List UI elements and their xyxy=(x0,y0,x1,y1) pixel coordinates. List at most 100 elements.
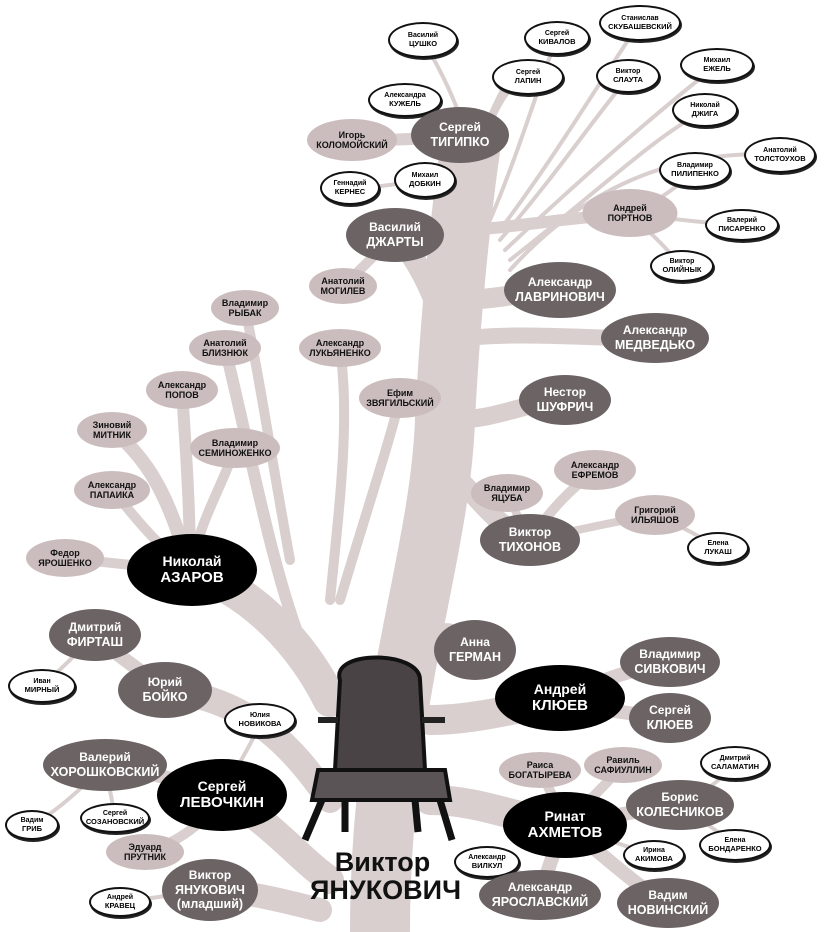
person-last-name: ТИГИПКО xyxy=(430,134,490,149)
person-first-name: Раиса xyxy=(526,759,554,770)
person-last-name: ПОПОВ xyxy=(165,390,199,400)
person-first-name: Сергей xyxy=(197,778,247,795)
person-first-name: Владимир xyxy=(677,161,713,169)
person-first-name: Геннадий xyxy=(333,179,367,187)
person-last-name: БОЙКО xyxy=(142,689,188,704)
person-last-name: ЕФРЕМОВ xyxy=(571,470,619,480)
person-first-name: Эдуард xyxy=(128,841,162,852)
person-first-name: Виктор xyxy=(508,524,552,539)
person-last-name: ПАПАИКА xyxy=(89,490,135,500)
person-last-name: САЛАМАТИН xyxy=(710,761,760,771)
person-first-name: Вадим xyxy=(20,816,44,824)
person-first-name: Виктор xyxy=(188,867,232,882)
person-last-name: КЕРНЕС xyxy=(334,186,366,196)
person-first-name: Сергей xyxy=(515,68,541,76)
person-last-name: АКИМОВА xyxy=(635,853,673,863)
person-last-name: МОГИЛЕВ xyxy=(320,286,366,296)
person-last-name: ЛУКЬЯНЕНКО xyxy=(309,348,371,358)
person-last-name: ЛЕВОЧКИН xyxy=(180,794,264,812)
person-first-name: Валерий xyxy=(79,749,131,764)
person-last-name: ЕЖЕЛЬ xyxy=(703,63,731,73)
person-last-name: БОГАТЫРЕВА xyxy=(508,770,572,780)
person-first-name: Ирина xyxy=(643,846,665,854)
person-last-name: ОЛИЙНЫК xyxy=(662,264,702,274)
person-first-name: Елена xyxy=(724,836,746,844)
person-last-name: КУЖЕЛЬ xyxy=(389,98,421,108)
person-last-name: АХМЕТОВ xyxy=(527,824,603,842)
person-last-name: СЛАУТА xyxy=(613,74,643,84)
person-first-name: Вадим xyxy=(648,887,688,902)
person-last-name: НОВИНСКИЙ xyxy=(627,902,709,917)
person-last-name: ЯЦУБА xyxy=(491,493,523,503)
person-last-name: СКУБАШЕВСКИЙ xyxy=(608,21,672,31)
person-last-name: ФИРТАШ xyxy=(66,634,124,649)
person-first-name: Виктор xyxy=(669,257,695,265)
person-last-name: РЫБАК xyxy=(228,308,262,318)
person-first-name: Василий xyxy=(369,219,421,234)
person-last-name: КРАВЕЦ xyxy=(104,900,136,910)
person-last-name: БЛИЗНЮК xyxy=(202,348,248,358)
person-last-name: СОЗАНОВСКИЙ xyxy=(85,816,145,826)
person-first-name: Николай xyxy=(690,101,720,109)
person-first-name: Владимир xyxy=(211,437,259,448)
person-last-name: КИВАЛОВ xyxy=(538,36,576,46)
person-last-name: ЛАПИН xyxy=(514,75,542,85)
person-first-name: Александр xyxy=(315,337,365,348)
person-first-name: Валерий xyxy=(726,216,758,224)
person-first-name: Александр xyxy=(570,459,620,470)
person-first-name: Михаил xyxy=(703,56,731,64)
person-last-name: ЦУШКО xyxy=(408,38,438,48)
person-first-name: Сергей xyxy=(544,29,570,37)
person-first-name: Владимир xyxy=(639,646,701,661)
person-first-name: Владимир xyxy=(221,297,269,308)
armchair-icon xyxy=(301,655,456,842)
person-first-name: Зиновий xyxy=(92,419,132,430)
person-first-name: Анатолий xyxy=(763,146,797,154)
person-last-name: КОЛОМОЙСКИЙ xyxy=(316,140,388,150)
person-first-name: Станислав xyxy=(621,14,659,22)
person-first-name: Сергей xyxy=(439,119,481,134)
person-first-name: Александр xyxy=(157,379,207,390)
person-last-name: ЯНУКОВИЧ (младший) xyxy=(175,882,245,911)
person-last-name: ТИХОНОВ xyxy=(498,539,562,554)
person-last-name: ЯРОШЕНКО xyxy=(38,558,92,568)
person-first-name: Анна xyxy=(460,634,490,649)
